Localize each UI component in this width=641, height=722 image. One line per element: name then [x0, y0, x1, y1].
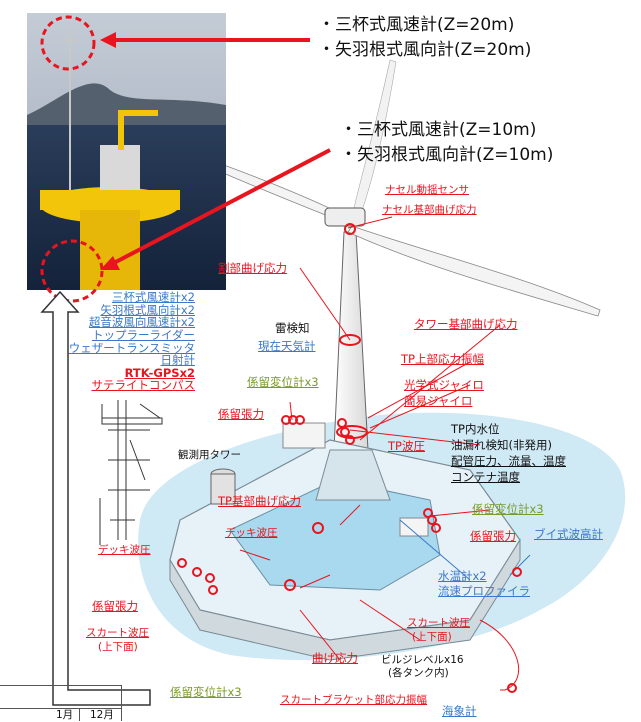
arrow-bottom-head [100, 256, 120, 270]
callout-mid-line2: ・矢羽根式風向計(Z=10m) [340, 145, 554, 165]
label-tp-base-stress: TP基部曲げ応力 [218, 494, 301, 508]
turbine-blade-2 [347, 225, 601, 317]
list-item: サテライトコンパス [91, 378, 196, 393]
label-mooring-disp-right: 係留変位計x3 [472, 502, 544, 516]
label-mooring-disp-lower: 係留変位計x3 [170, 685, 242, 699]
obs-tower-drawing [99, 400, 163, 545]
table-fragment: 1月 12月 [0, 685, 122, 721]
nacelle [324, 207, 366, 227]
label-nacelle-motion: ナセル動揺センサ [385, 184, 469, 196]
label-current-profiler: 流速プロファイラ [438, 584, 530, 598]
label-skirt-wave-left: スカート波圧 [86, 627, 149, 639]
label-skirt-wave-left-sub: (上下面) [98, 641, 138, 653]
label-skirt-wave-right-sub: (上下面) [412, 631, 452, 643]
label-tp-wave-pressure: TP波圧 [388, 439, 425, 453]
arrow-top-head [100, 32, 116, 48]
label-mooring-tension-left: 係留張力 [92, 599, 138, 613]
transition-piece [315, 449, 391, 501]
label-tp-top-vibration: TP上部応力振幅 [401, 352, 484, 366]
foundation-skirt [169, 538, 521, 661]
label-container-temp: コンテナ温度 [451, 470, 520, 484]
list-item: トップラーライダー [91, 327, 195, 342]
label-split-stress: 割部曲げ応力 [218, 261, 287, 275]
label-bending-stress: 曲げ応力 [312, 651, 358, 665]
callout-top-line1: ・三杯式風速計(Z=20m) [318, 15, 515, 35]
list-item: 日射計 [160, 353, 196, 368]
list-item: 矢羽根式風向計x2 [100, 302, 195, 317]
turbine-blade-3 [349, 59, 397, 229]
label-water-temp: 水温計x2 [438, 569, 487, 583]
obs-tower-body [210, 473, 236, 505]
label-buoy-wave: ブイ式波高計 [534, 527, 603, 541]
highlight-circle-top [40, 15, 96, 71]
label-optical-gyro: 光学式ジャイロ [404, 378, 484, 392]
label-bilge-level-sub: (各タンク内) [388, 667, 449, 679]
label-obs-tower: 観測用タワー [178, 449, 241, 461]
label-mooring-tension-right: 係留張力 [470, 529, 516, 543]
photo-panel [27, 13, 226, 290]
label-mooring-tension-upper: 係留張力 [218, 407, 264, 421]
callout-mid-line1: ・三杯式風速計(Z=10m) [340, 120, 537, 140]
label-tp-water-level: TP内水位 [451, 422, 500, 436]
return-arrow [40, 290, 151, 706]
turbine-tower [333, 231, 369, 451]
label-mooring-disp-upper: 係留変位計x3 [247, 375, 319, 389]
label-tower-base-stress: タワー基部曲げ応力 [414, 317, 518, 331]
label-nacelle-base-stress: ナセル基部曲げ応力 [382, 204, 477, 216]
table-cell-month: 1月 [56, 709, 74, 721]
label-present-weather: 現在天気計 [258, 339, 316, 353]
label-skirt-bracket: スカートブラケット部応力振幅 [280, 694, 427, 706]
label-wave-gauge: 海象計 [442, 704, 477, 718]
label-deck-wave-center: デッキ波圧 [225, 527, 278, 539]
sensor-markers [177, 223, 522, 693]
label-deck-wave-left: デッキ波圧 [98, 544, 151, 556]
callout-top-line2: ・矢羽根式風向計(Z=20m) [318, 40, 532, 60]
label-bilge-level: ビルジレベルx16 [381, 654, 464, 666]
highlight-circle-bottom [40, 239, 104, 303]
left-sensor-list: 三杯式風速計x2 矢羽根式風向計x2 超音波風向風速計x2 トップラーライダー … [69, 291, 195, 392]
container-right [399, 517, 429, 537]
table-cell-month: 12月 [90, 709, 114, 721]
label-lightning: 雷検知 [275, 321, 310, 335]
label-skirt-wave-right: スカート波圧 [407, 617, 470, 629]
label-simple-gyro: 簡易ジャイロ [404, 394, 473, 408]
list-item: 超音波風向風速計x2 [88, 315, 195, 330]
label-oil-leak: 油漏れ検知(非発用) [451, 438, 552, 452]
list-item: 三杯式風速計x2 [111, 290, 195, 304]
label-piping: 配管圧力、流量、温度 [451, 454, 566, 468]
container-upper [282, 422, 326, 449]
list-item: ウェザートランスミッタ [68, 340, 195, 355]
list-item: RTK-GPSx2 [124, 365, 195, 380]
